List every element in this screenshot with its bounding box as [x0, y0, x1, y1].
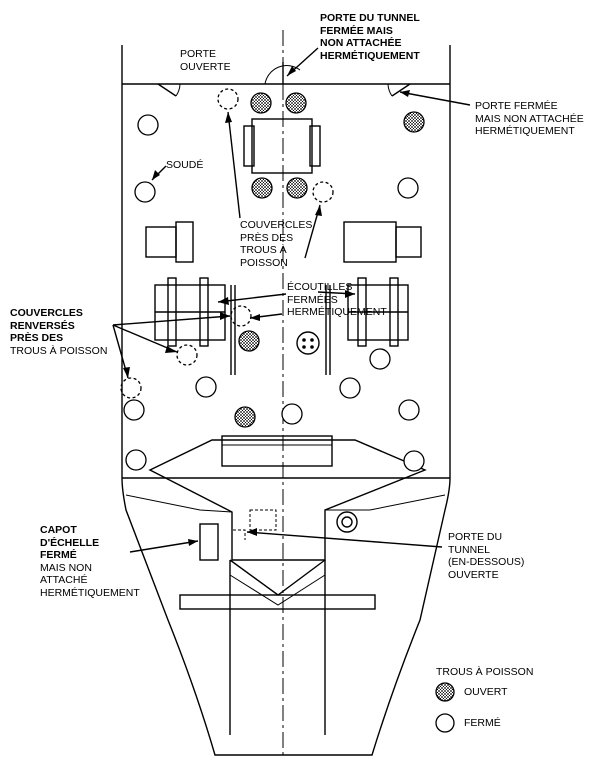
right-deck-box-ext: [343, 221, 397, 263]
fish-hole-closed: [195, 376, 217, 398]
legend-open-symbol: [435, 682, 455, 702]
label-capot: CAPOT D'ÉCHELLE FERMÉ MAIS NON ATTACHÉ H…: [40, 524, 140, 599]
right-deck-box: [395, 226, 422, 258]
fish-hole-closed: [403, 450, 425, 472]
displaced-cover: [217, 88, 239, 110]
displaced-cover: [230, 305, 252, 327]
legend-closed-symbol: [435, 713, 455, 733]
label-porte-fermee: PORTE FERMÉE MAIS NON ATTACHÉE HERMÉTIQU…: [475, 100, 584, 137]
leader-couvercles-1: [227, 111, 241, 219]
central-channel: [221, 435, 333, 467]
fish-hole-open: [251, 177, 273, 199]
fish-hole-open: [234, 406, 256, 428]
left-deck-box-ext: [175, 221, 194, 263]
round-fitting: [336, 511, 358, 533]
leader-tunnel-dessous: [246, 531, 443, 548]
hull-outline: [121, 45, 451, 756]
fish-hole-open: [250, 92, 272, 114]
fish-hole-closed: [125, 449, 147, 471]
fish-hole-closed: [339, 377, 361, 399]
displaced-cover: [176, 344, 198, 366]
fish-hole-open: [286, 177, 308, 199]
displaced-cover: [312, 181, 334, 203]
tunnel-door-below: [249, 509, 277, 531]
center-winch-right-flange: [309, 125, 321, 167]
center-winch-left-flange: [243, 125, 255, 167]
label-couvercles-pres: COUVERCLES PRÈS DES TROUS À POISSON: [240, 219, 313, 269]
fish-hole-open: [403, 111, 425, 133]
fish-hole-closed: [134, 181, 156, 203]
displaced-cover: [120, 377, 142, 399]
fish-hole-closed: [123, 399, 145, 421]
label-ecoutilles: ÉCOUTILLES FERMÉES HERMÉTIQUEMENT: [287, 281, 387, 318]
center-winch-drum: [251, 118, 313, 174]
fish-hole-closed: [281, 403, 303, 425]
lower-v: [229, 559, 326, 596]
label-porte-ouverte: PORTE OUVERTE: [180, 48, 231, 73]
fish-hole-closed: [397, 177, 419, 199]
fish-hole-closed: [369, 348, 391, 370]
left-deck-box: [145, 226, 177, 258]
fish-hole-open: [285, 92, 307, 114]
label-soude: SOUDÉ: [166, 159, 204, 171]
fish-hole-open: [238, 330, 260, 352]
leader-porte-fermee: [399, 91, 471, 106]
leader-renverses-1: [112, 315, 231, 326]
legend-closed-label: FERMÉ: [464, 717, 501, 729]
ladder-hatch: [199, 523, 219, 561]
door-closed-arc: [387, 83, 393, 97]
legend-open-label: OUVERT: [464, 686, 508, 698]
leader-ecoutilles-1: [217, 293, 287, 303]
leader-capot: [129, 540, 199, 553]
legend-title: TROUS À POISSON: [436, 666, 534, 678]
leader-renverses-2: [112, 324, 178, 353]
door-open-swing: [157, 83, 177, 97]
label-porte-tunnel-dessous: PORTE DU TUNNEL (EN-DESSOUS) OUVERTE: [448, 531, 525, 581]
door-closed-swing: [391, 83, 411, 97]
fish-hole-closed: [398, 399, 420, 421]
crossbeam: [179, 594, 376, 610]
fish-hole-closed: [137, 114, 159, 136]
door-open-arc: [175, 83, 181, 97]
four-hole-hatch: [296, 331, 320, 355]
label-porte-tunnel: PORTE DU TUNNEL FERMÉE MAIS NON ATTACHÉE…: [320, 12, 420, 62]
label-couvercles-renverses: COUVERCLES RENVERSÉS PRÈS DES TROUS À PO…: [10, 307, 108, 357]
